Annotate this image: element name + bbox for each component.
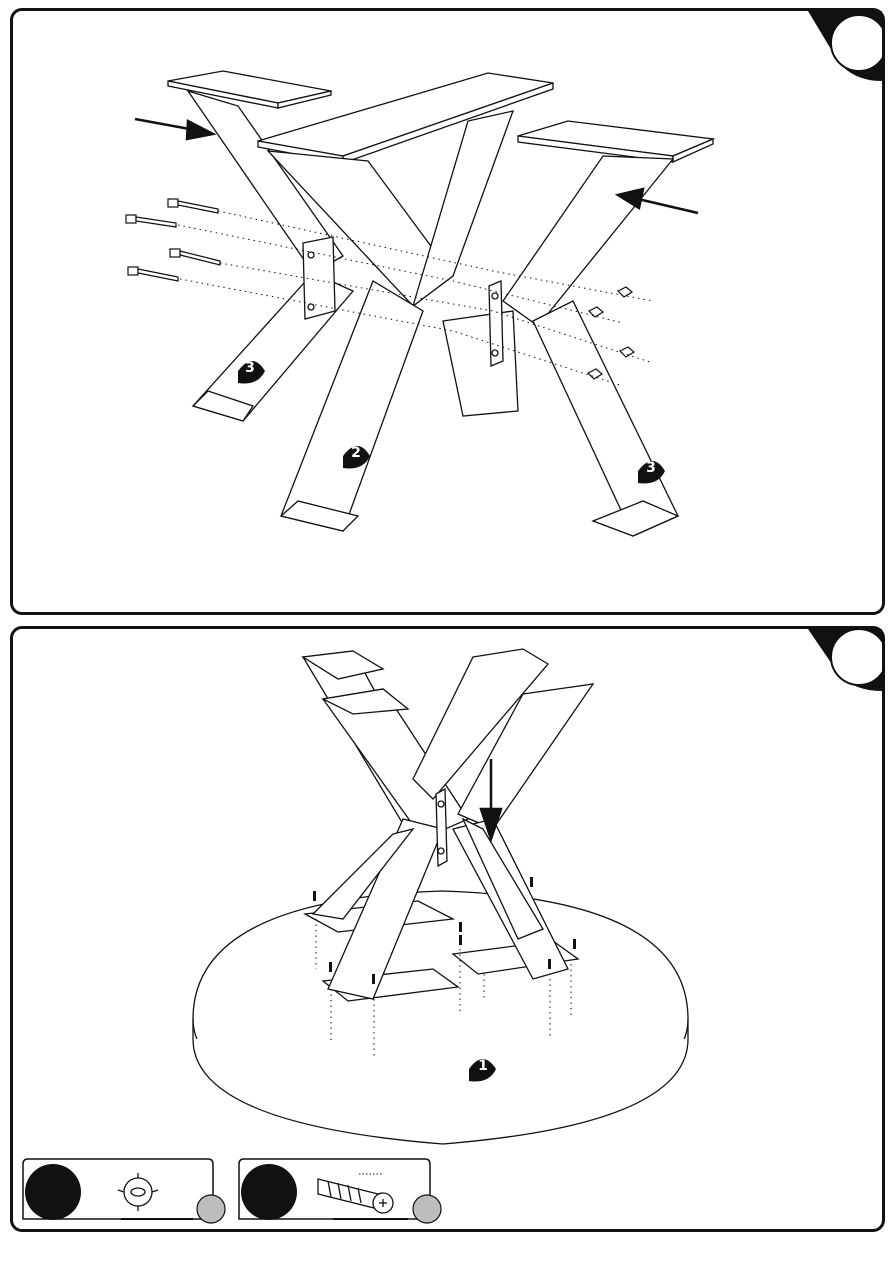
bracket	[436, 789, 447, 866]
hardware-count-circle	[25, 1164, 81, 1220]
hardware-box-screw	[239, 1159, 441, 1223]
leg-assembly-drawing: 3 2 3	[13, 11, 882, 612]
bolt-icon	[126, 199, 220, 281]
hardware-box-lock-washer	[23, 1159, 225, 1223]
step-panel-leg-assembly: 3 2 3	[10, 8, 885, 615]
callout-center-leg-label: 2	[351, 445, 361, 461]
step-panel-tabletop-attach: 1	[10, 626, 885, 1232]
hardware-badge	[413, 1195, 441, 1223]
top-plate-left	[168, 71, 331, 108]
callout-tabletop-label: 1	[478, 1058, 488, 1074]
top-plate-right	[518, 121, 713, 162]
tabletop-attach-drawing: 1	[13, 629, 882, 1229]
hardware-badge	[197, 1195, 225, 1223]
bracket-right	[489, 281, 503, 366]
step-number-circle	[831, 15, 882, 71]
callout-left-leg-label: 3	[245, 360, 255, 376]
round-tabletop	[193, 891, 688, 1144]
step-number-circle	[831, 629, 882, 685]
callout-right-leg-label: 3	[646, 460, 656, 476]
hardware-count-circle	[241, 1164, 297, 1220]
